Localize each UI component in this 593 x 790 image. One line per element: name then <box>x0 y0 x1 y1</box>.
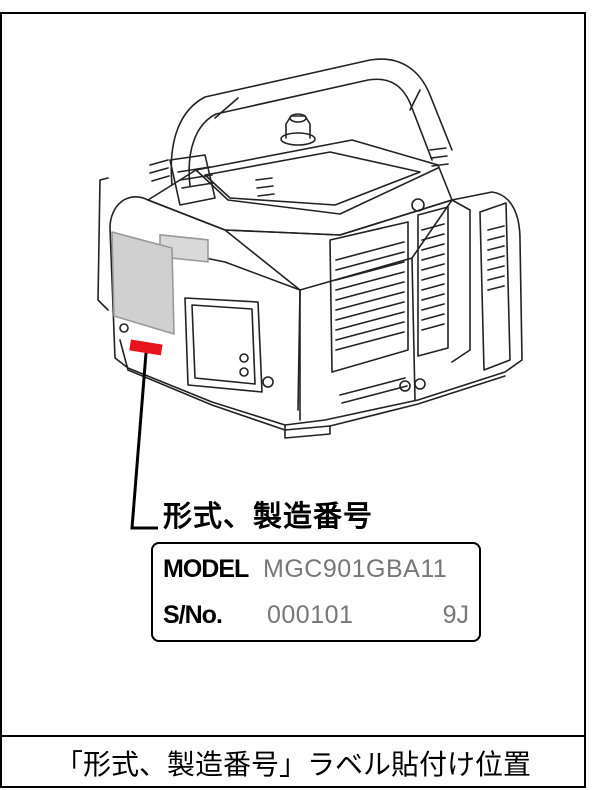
label-heading: 形式、製造番号 <box>163 499 374 533</box>
nameplate: MODEL MGC901GBA11 S/No. 000101 9J <box>151 542 481 642</box>
caption-divider <box>0 735 586 737</box>
leader-line <box>130 352 158 530</box>
lot-code: 9J <box>442 600 469 629</box>
model-value: MGC901GBA11 <box>263 554 448 583</box>
generator-illustration <box>97 58 523 530</box>
serial-label: S/No. <box>163 600 223 629</box>
model-row: MODEL MGC901GBA11 <box>163 547 469 591</box>
serial-value: 000101 <box>267 600 354 629</box>
serial-row: S/No. 000101 9J <box>163 593 469 637</box>
model-label: MODEL <box>163 554 249 583</box>
page-frame <box>0 12 586 788</box>
figure-caption: 「形式、製造番号」ラベル貼付け位置 <box>54 747 531 781</box>
label-position-marker <box>129 339 163 356</box>
